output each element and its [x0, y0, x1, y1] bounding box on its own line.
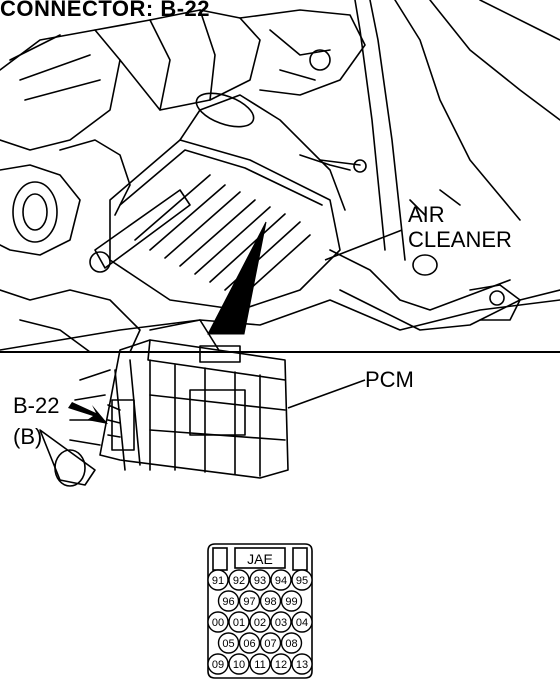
- connector-pin: [270, 653, 292, 675]
- connector-pin: [259, 632, 282, 654]
- connector-pin-number: 00: [212, 617, 224, 629]
- connector-pin: [249, 653, 271, 675]
- connector-pin-number: 93: [254, 575, 266, 587]
- connector-pin-number: 96: [222, 596, 234, 608]
- connector-pin: [249, 611, 271, 633]
- pcm-label: PCM: [365, 367, 414, 392]
- connector-pin-number: 10: [233, 659, 245, 671]
- pcm-illustration: [39, 339, 366, 487]
- connector-pin: [238, 590, 261, 612]
- connector-pin: [270, 569, 292, 591]
- connector-pin-number: 95: [296, 575, 308, 587]
- connector-pin: [291, 569, 313, 591]
- connector-pin: [280, 590, 303, 612]
- connector-pin: [207, 611, 229, 633]
- connector-pin: [228, 569, 250, 591]
- connector-pin: [217, 632, 240, 654]
- connector-pin: [291, 611, 313, 633]
- air-cleaner-label-line1: AIR: [408, 202, 445, 227]
- connector-pin: [238, 632, 261, 654]
- connector-pin: [291, 653, 313, 675]
- connector-color-label: (B): [13, 424, 43, 449]
- connector-pin: [228, 653, 250, 675]
- connector-pin: [280, 632, 303, 654]
- connector-pin-number: 13: [296, 659, 308, 671]
- connector-pin-number: 08: [285, 638, 297, 650]
- connector-pin-number: 07: [264, 638, 276, 650]
- connector-pin-number: 02: [254, 617, 266, 629]
- connector-pin: [270, 611, 292, 633]
- connector-pin-number: 99: [285, 596, 297, 608]
- engine-bay-illustration: [0, 0, 560, 353]
- connector-pin-number: 94: [275, 575, 287, 587]
- connector-pin-number: 05: [222, 638, 234, 650]
- air-cleaner-label-line2: CLEANER: [408, 227, 512, 252]
- connector-pin: [207, 569, 229, 591]
- connector-pin-number: 09: [212, 659, 224, 671]
- connector-id-label: B-22: [13, 393, 60, 418]
- connector-pin-number: 11: [254, 659, 265, 671]
- connector-pin-number: 97: [243, 596, 255, 608]
- page-title: CONNECTOR: B-22: [0, 0, 211, 21]
- connector-pin-number: 06: [243, 638, 255, 650]
- connector-pin-number: 01: [233, 617, 245, 629]
- connector-pin-number: 03: [275, 617, 287, 629]
- connector-pin-grid: 91 92 93 94 95 96 97 98 99 00 01 02 03 04 05 06 07 08 09 10…: [207, 569, 313, 675]
- connector-pin: [228, 611, 250, 633]
- connector-pin: [259, 590, 282, 612]
- connector-pin-number: 98: [264, 596, 276, 608]
- connector-pin-number: 12: [275, 659, 287, 671]
- connector-pin: [249, 569, 271, 591]
- connector-pin-number: 04: [296, 617, 308, 629]
- connector-pin-number: 92: [233, 575, 245, 587]
- connector-pin: [217, 590, 240, 612]
- connector-pin-number: 91: [212, 575, 224, 587]
- connector-pin: [207, 653, 229, 675]
- connector-b22-face: 91 92 93 94 95 96 97 98 99 00 01 02 03 04 05 06 07 08 09 10…: [207, 543, 313, 679]
- connector-manufacturer-label: JAE: [247, 551, 273, 567]
